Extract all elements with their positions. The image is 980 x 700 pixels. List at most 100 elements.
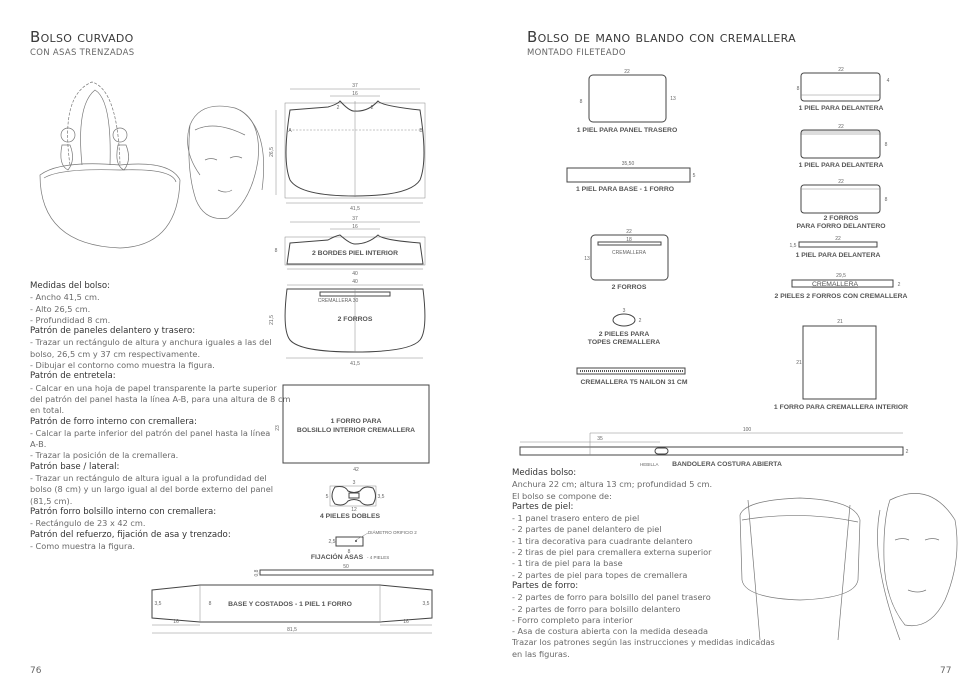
diagram-linings: 40 CREMALLERA 30 2 FORROS 41,5 21,5 (269, 279, 426, 367)
dimension-label: 5 (326, 494, 329, 500)
dimension-label: B (419, 128, 423, 134)
instruction-line: - 2 partes de panel delantero de piel (512, 524, 662, 535)
pattern-label: 2 BORDES PIEL INTERIOR (312, 250, 398, 257)
dimension-label: 18 (626, 237, 632, 243)
dimension-label: 100 (743, 427, 752, 433)
pattern-label: PARA FORRO DELANTERO (796, 223, 885, 230)
diagram-zip-strips: 29,5 CREMALLERA 2 2 PIELES 2 FORROS CON … (775, 273, 908, 300)
dimension-label: 8 (209, 601, 212, 607)
dimension-label: 22 (624, 69, 630, 75)
diagram-handle-fixing: DIÁMETRO ORIFICIO 2 2,5 8 FIJACIÓN ASAS … (311, 529, 417, 561)
instruction-line: del patrón del panel hasta la línea A-B,… (30, 393, 291, 404)
dimension-label: 2 (906, 449, 909, 455)
dimension-label: 23 (275, 425, 281, 431)
dimension-label: 21,5 (269, 315, 275, 325)
dimension-label: 3,5 (155, 601, 162, 607)
dimension-label: 4 (887, 78, 890, 84)
pattern-label: 1 PIEL PARA DELANTERA (799, 105, 884, 112)
pattern-label: 1 PIEL PARA PANEL TRASERO (577, 127, 677, 134)
dimension-label: 40 (352, 279, 358, 285)
instruction-line: A-B. (30, 439, 47, 450)
dimension-label: 1,5 (790, 243, 797, 249)
dimension-label: CREMALLERA 30 (318, 298, 359, 304)
diagram-front-strip: 22 1,5 1 PIEL PARA DELANTERA (790, 236, 881, 259)
instruction-line: - Trazar un rectángulo de altura y anchu… (30, 337, 272, 348)
dimension-label: 81,5 (287, 627, 297, 633)
dimension-label: 2 (371, 105, 374, 111)
dimension-label: 37 (352, 83, 358, 89)
curved-bag-illustration (39, 81, 181, 249)
instruction-line: bolso (8 cm) y un largo igual al del bor… (30, 484, 274, 495)
instruction-line: - 2 partes de forro para bolsillo del pa… (512, 592, 711, 603)
pattern-label: 1 FORRO PARA (331, 418, 382, 425)
diagram-front-1: 22 8 4 1 PIEL PARA DELANTERA (797, 67, 890, 112)
left-page-subtitle: CON ASAS TRENZADAS (30, 48, 135, 58)
instruction-line: Anchura 22 cm; altura 13 cm; profundidad… (512, 479, 713, 490)
dimension-label: 2 (639, 318, 642, 324)
pattern-label: BOLSILLO INTERIOR CREMALLERA (297, 427, 415, 434)
dimension-label: 35,50 (622, 161, 635, 167)
dimension-label: 2,5 (329, 539, 336, 545)
dimension-label: 8 (885, 142, 888, 148)
woman-face-illustration-right (877, 493, 958, 641)
dimension-label: 8 (580, 99, 583, 105)
dimension-label: 13 (670, 96, 676, 102)
dimension-label: 16 (352, 91, 358, 97)
diagram-back-panel: 22 13 8 1 PIEL PARA PANEL TRASERO (577, 69, 677, 134)
instruction-line: - Asa de costura abierta con la medida d… (512, 626, 709, 637)
right-page-title: Bolso de mano blando con cremallera (527, 28, 796, 46)
dimension-label: 42 (353, 467, 359, 473)
dimension-label: 0,8 (254, 569, 260, 576)
diagram-inner-edges: 37 16 2 BORDES PIEL INTERIOR 40 8 (275, 216, 426, 277)
pattern-label: 2 FORROS (338, 316, 373, 323)
dimension-label: 41,5 (350, 206, 360, 212)
dimension-label: 26,5 (269, 147, 275, 157)
diagram-front-lining: 22 8 2 FORROS PARA FORRO DELANTERO (796, 179, 887, 230)
dimension-label: 3,5 (378, 494, 385, 500)
diagram-strip: 50 0,8 (254, 564, 434, 576)
diagram-shoulder-strap: 100 35 2 HEBILLA BANDOLERA COSTURA ABIER… (519, 427, 909, 468)
dimension-label: 40 (352, 271, 358, 277)
dimension-label: 16 (352, 224, 358, 230)
section-heading: Medidas bolso: (512, 468, 577, 478)
instruction-line: - 1 tira decorativa para cuadrante delan… (512, 535, 693, 546)
dimension-label: 21 (837, 319, 843, 325)
instruction-line: - 2 partes de piel para topes de cremall… (512, 569, 688, 580)
instruction-line: - 1 panel trasero entero de piel (512, 513, 640, 524)
instruction-line: - Trazar la posición de la cremallera. (30, 450, 179, 461)
section-heading: Patrón de forro interno con cremallera: (30, 416, 197, 427)
dimension-label: DIÁMETRO ORIFICIO 2 (368, 529, 417, 535)
dimension-label: 41,5 (350, 361, 360, 367)
dimension-label: 3 (353, 480, 356, 486)
pattern-label: 2 FORROS (612, 284, 647, 291)
instruction-line: - Profundidad 8 cm. (30, 314, 111, 325)
pattern-label: 1 PIEL PARA DELANTERA (796, 252, 881, 259)
dimension-label: 3,5 (423, 601, 430, 607)
diagram-linings-zip: 22 18 CREMALLERA 13 2 FORROS (584, 229, 669, 291)
pattern-label: FIJACIÓN ASAS (311, 552, 364, 561)
dimension-label: 37 (352, 216, 358, 222)
dimension-label: 22 (838, 124, 844, 130)
instruction-line: - Ancho 41,5 cm. (30, 292, 100, 303)
dimension-label: 8 (348, 549, 351, 555)
dimension-label: 5 (693, 173, 696, 179)
dimension-label: 16 (173, 619, 179, 625)
instruction-line: - Alto 26,5 cm. (30, 303, 91, 314)
instruction-line: en las figuras. (512, 648, 570, 659)
section-heading: Medidas del bolso: (30, 281, 111, 291)
handbag-illustration (739, 497, 861, 641)
instruction-line: - Forro completo para interior (512, 614, 633, 625)
pattern-label: 1 FORRO PARA CREMALLERA INTERIOR (774, 404, 908, 411)
instruction-line: - Rectángulo de 23 x 42 cm. (30, 518, 146, 529)
dimension-label: 22 (838, 67, 844, 73)
pattern-label: 2 PIELES PARA (599, 331, 650, 338)
diagram-pocket-lining: 1 FORRO PARA BOLSILLO INTERIOR CREMALLER… (275, 384, 430, 473)
pattern-label: BANDOLERA COSTURA ABIERTA (672, 461, 782, 468)
section-heading: Patrón del refuerzo, fijación de asa y t… (30, 529, 231, 540)
instruction-line: - Dibujar el contorno como muestra la fi… (30, 360, 215, 371)
instruction-line: - 2 partes de forro para bolsillo delant… (512, 603, 681, 614)
left-instructions: Medidas del bolso:- Ancho 41,5 cm.- Alto… (30, 281, 290, 552)
instruction-line: - 1 tira de piel para la base (512, 558, 623, 569)
